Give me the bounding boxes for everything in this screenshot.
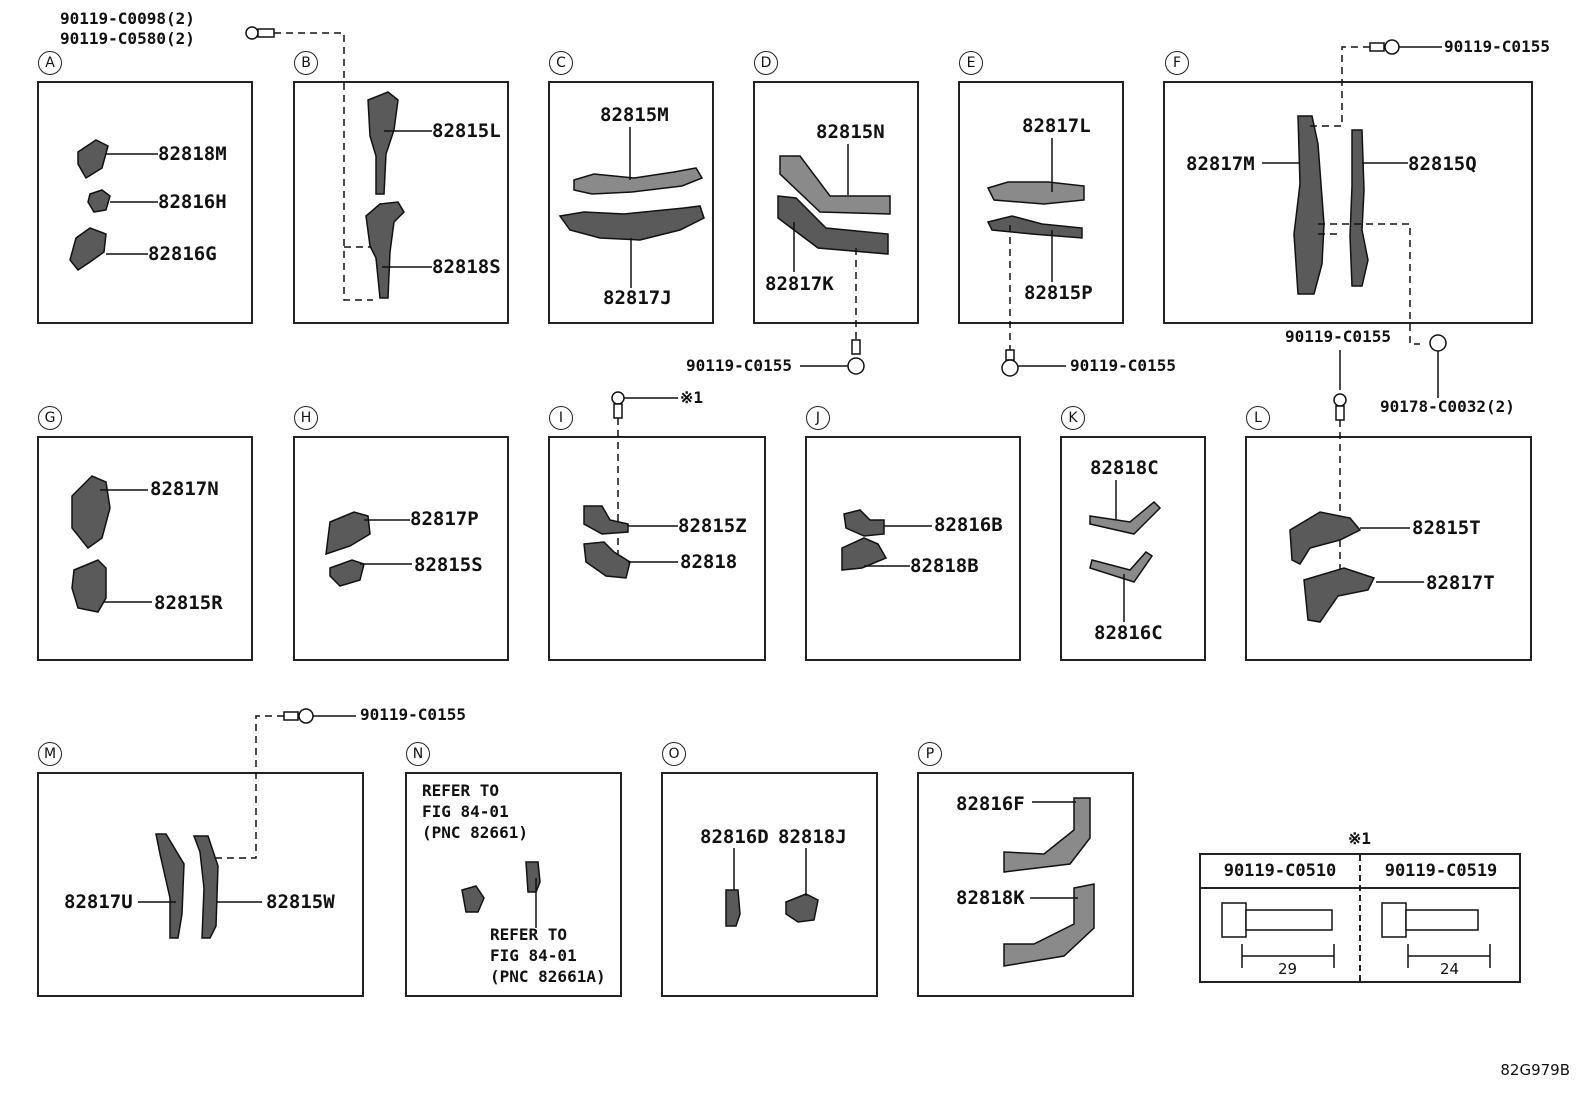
panel-h (293, 436, 509, 661)
part-label: 82817P (410, 508, 479, 530)
panel-letter-n: N (406, 742, 430, 766)
part-label: 82815Z (678, 515, 747, 537)
part-label: 82817M (1186, 153, 1255, 175)
fastener-label: 90119-C0155 (1285, 327, 1391, 346)
part-label: 82818 (680, 551, 738, 573)
bolt-table-header: 90119-C0519 (1361, 855, 1521, 889)
reference-note: (PNC 82661A) (490, 967, 606, 986)
fastener-label: 90119-C0580(2) (60, 29, 195, 48)
panel-o (661, 772, 878, 997)
bolt-icon (1333, 393, 1347, 421)
part-label: 82815T (1412, 517, 1481, 539)
panel-l (1245, 436, 1532, 661)
panel-letter-p: P (918, 742, 942, 766)
fastener-label: 90119-C0155 (1444, 37, 1550, 56)
part-label: 82816F (956, 793, 1025, 815)
fastener-label: 90178-C0032(2) (1380, 397, 1515, 416)
panel-letter-m: M (38, 742, 62, 766)
reference-note: REFER TO (490, 925, 568, 944)
fastener-label: 90119-C0155 (360, 705, 466, 724)
table-marker: ※1 (1348, 829, 1372, 848)
part-label: 82817J (603, 287, 672, 309)
part-label: 82815M (600, 104, 669, 126)
bolt-length: 29 (1278, 960, 1298, 978)
panel-j (805, 436, 1021, 661)
bolt-length: 24 (1440, 960, 1460, 978)
part-label: 82818B (910, 555, 979, 577)
part-label: 82817T (1426, 572, 1495, 594)
bolt-table: 90119-C0510 90119-C0519 (1199, 853, 1521, 983)
part-label: 82816G (148, 243, 217, 265)
part-label: 82817N (150, 478, 219, 500)
panel-letter-f: F (1165, 51, 1189, 75)
panel-letter-o: O (662, 742, 686, 766)
part-label: 82816C (1094, 622, 1163, 644)
part-label: 82818K (956, 887, 1025, 909)
panel-m (37, 772, 364, 997)
panel-letter-g: G (38, 406, 62, 430)
panel-b (293, 81, 509, 324)
panel-letter-i: I (549, 406, 573, 430)
part-label: 82815L (432, 120, 501, 142)
part-label: 82816H (158, 191, 227, 213)
part-label: 82817K (765, 273, 834, 295)
part-label: 82815R (154, 592, 223, 614)
part-label: 82815S (414, 554, 483, 576)
part-label: 82818M (158, 143, 227, 165)
part-label: 82818J (778, 826, 847, 848)
fastener-label: 90119-C0155 (1070, 356, 1176, 375)
part-label: 82817U (64, 891, 133, 913)
panel-i (548, 436, 766, 661)
part-label: 82816D (700, 826, 769, 848)
bolt-table-column: 90119-C0519 (1361, 855, 1521, 981)
panel-letter-l: L (1246, 406, 1270, 430)
part-label: 82815N (816, 121, 885, 143)
bolt-icon (245, 26, 275, 40)
bolt-icon (611, 391, 625, 419)
reference-note: FIG 84-01 (422, 802, 509, 821)
panel-f (1163, 81, 1533, 324)
bolt-icon (1429, 334, 1447, 352)
reference-note: FIG 84-01 (490, 946, 577, 965)
part-label: 82815Q (1408, 153, 1477, 175)
part-label: 82818C (1090, 457, 1159, 479)
panel-letter-e: E (959, 51, 983, 75)
panel-g (37, 436, 253, 661)
fastener-label: 90119-C0098(2) (60, 9, 195, 28)
bolt-icon (283, 708, 314, 724)
part-label: 82815P (1024, 282, 1093, 304)
reference-mark: ※1 (680, 388, 704, 407)
panel-letter-b: B (294, 51, 318, 75)
bolt-icon (1001, 349, 1019, 377)
panel-letter-a: A (38, 51, 62, 75)
panel-p (917, 772, 1134, 997)
bolt-table-header: 90119-C0510 (1201, 855, 1359, 889)
panel-letter-d: D (754, 51, 778, 75)
panel-n (405, 772, 622, 997)
part-label: 82818S (432, 256, 501, 278)
reference-note: REFER TO (422, 781, 500, 800)
part-label: 82816B (934, 514, 1003, 536)
panel-k (1060, 436, 1206, 661)
bolt-icon (847, 339, 865, 375)
panel-letter-h: H (294, 406, 318, 430)
panel-letter-k: K (1061, 406, 1085, 430)
part-label: 82815W (266, 891, 335, 913)
diagram-code: 82G979B (1500, 1061, 1570, 1079)
reference-note: (PNC 82661) (422, 823, 528, 842)
bolt-table-column: 90119-C0510 (1201, 855, 1361, 981)
bolt-icon (1369, 39, 1400, 55)
panel-letter-c: C (549, 51, 573, 75)
fastener-label: 90119-C0155 (686, 356, 792, 375)
part-label: 82817L (1022, 115, 1091, 137)
panel-letter-j: J (806, 406, 830, 430)
